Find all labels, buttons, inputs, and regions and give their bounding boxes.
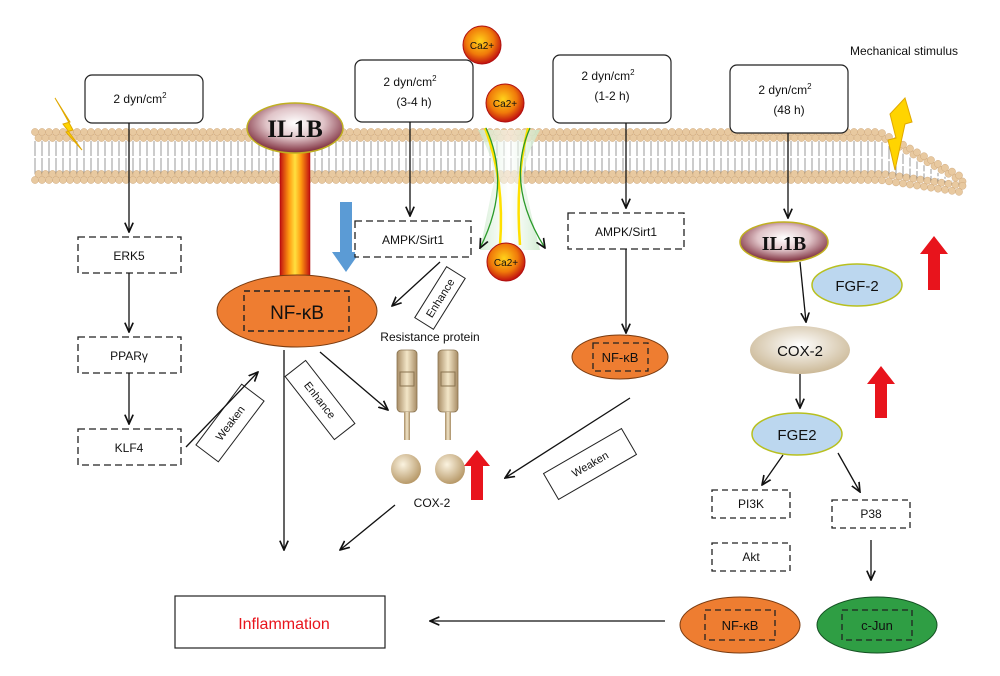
weaken-label-1: Weaken: [195, 383, 265, 463]
stimulus-box-1: 2 dyn/cm2: [84, 74, 204, 124]
ampk-2-label: AMPK/Sirt1: [595, 225, 657, 239]
stimulus-box-3: 2 dyn/cm2 (1-2 h): [552, 54, 672, 124]
ampk-box-1: AMPK/Sirt1: [354, 220, 472, 258]
cell-membrane: [31, 128, 967, 196]
fge2: FGE2: [751, 412, 843, 456]
pathway-arrows: [129, 122, 871, 621]
calcium-ion-2: Ca2+: [485, 83, 525, 123]
akt-label: Akt: [742, 550, 760, 564]
svg-text:2 dyn/cm2: 2 dyn/cm2: [383, 74, 437, 89]
ampk-1-label: AMPK/Sirt1: [382, 233, 444, 247]
resistance-protein-right: [437, 349, 459, 440]
mechanical-stimulus-label: Mechanical stimulus: [850, 44, 958, 58]
enhance-label-1: Enhance: [414, 266, 466, 330]
stim2-text: 2 dyn/cm: [383, 75, 432, 89]
inflammation-box: Inflammation: [174, 595, 386, 649]
il1b-right: IL1B: [739, 221, 829, 263]
nfkb-left: NF-κB: [216, 274, 378, 348]
cox2-right-label: COX-2: [777, 343, 823, 360]
calcium-ion-2-label: Ca2+: [493, 99, 517, 110]
svg-text:2 dyn/cm2: 2 dyn/cm2: [581, 68, 635, 83]
nfkb-middle-label: NF-κB: [602, 350, 639, 365]
nfkb-middle: NF-κB: [571, 334, 669, 380]
pi3k-label: PI3K: [738, 497, 764, 511]
cjun: c-Jun: [816, 596, 938, 654]
fgf2-label: FGF-2: [835, 278, 878, 295]
cox2-ball-right: [435, 454, 465, 484]
arrow-il1b-cox2: [799, 261, 806, 322]
klf4-label: KLF4: [115, 441, 144, 455]
svg-text:2 dyn/cm2: 2 dyn/cm2: [113, 91, 167, 106]
red-up-arrow-1: [464, 450, 490, 500]
nfkb-left-label: NF-κB: [270, 303, 324, 324]
pi3k-box: PI3K: [711, 489, 791, 519]
nfkb-bottom-label: NF-κB: [722, 618, 759, 633]
red-up-arrow-2: [920, 236, 948, 290]
stim1-text: 2 dyn/cm: [113, 92, 162, 106]
stim3-duration: (1-2 h): [594, 89, 629, 103]
p38-label: P38: [860, 507, 882, 521]
stim3-sup: 2: [630, 68, 635, 77]
stim2-duration: (3-4 h): [396, 95, 431, 109]
arrow-cox2-inflammation: [340, 504, 396, 550]
arrow-fge2-pi3k: [762, 454, 784, 485]
calcium-ion-3: Ca2+: [486, 242, 526, 282]
calcium-channel: [478, 127, 545, 250]
resistance-protein-left: [396, 349, 418, 440]
fgf2: FGF-2: [811, 263, 903, 307]
stim2-sup: 2: [432, 74, 437, 83]
ppar-box: PPARγ: [77, 336, 182, 374]
stim4-text: 2 dyn/cm: [758, 83, 807, 97]
calcium-ion-1-label: Ca2+: [470, 41, 494, 52]
cjun-label: c-Jun: [861, 618, 893, 633]
arrow-klf4-nfkb: [185, 372, 258, 448]
cox2-ball-left: [391, 454, 421, 484]
stim1-sup: 2: [162, 91, 167, 100]
lightning-left-icon: [54, 97, 83, 151]
erk5-box: ERK5: [77, 236, 182, 274]
ampk-box-2: AMPK/Sirt1: [567, 212, 685, 250]
cox2-right: COX-2: [750, 326, 850, 374]
arrow-nfkb-mid-cox2: [505, 397, 631, 478]
il1b-right-label: IL1B: [762, 233, 806, 255]
blue-down-arrow: [332, 202, 360, 272]
il1b-receptor: IL1B: [246, 102, 344, 154]
stimulus-box-4: 2 dyn/cm2 (48 h): [729, 64, 849, 134]
stim3-text: 2 dyn/cm: [581, 69, 630, 83]
fge2-label: FGE2: [777, 427, 816, 444]
lightning-right-icon: [887, 97, 913, 171]
weaken-label-2: Weaken: [542, 427, 638, 501]
stimulus-box-2: 2 dyn/cm2 (3-4 h): [354, 59, 474, 123]
calcium-ion-3-label: Ca2+: [494, 258, 518, 269]
akt-box: Akt: [711, 542, 791, 572]
inflammation-label: Inflammation: [238, 616, 330, 633]
arrow-ampk-nfkb: [392, 261, 441, 306]
arrow-fge2-p38: [837, 452, 860, 492]
nfkb-bottom: NF-κB: [679, 596, 801, 654]
p38-box: P38: [831, 499, 911, 529]
il1b-receptor-label: IL1B: [267, 116, 323, 143]
ppar-label: PPARγ: [110, 349, 148, 363]
svg-text:2 dyn/cm2: 2 dyn/cm2: [758, 82, 812, 97]
red-up-arrow-3: [867, 366, 895, 418]
resistance-protein-label: Resistance protein: [380, 330, 479, 344]
arrow-nfkb-resistance: [319, 351, 388, 410]
cox2-left-label: COX-2: [414, 496, 451, 510]
erk5-label: ERK5: [113, 249, 145, 263]
calcium-ion-1: Ca2+: [462, 25, 502, 65]
klf4-box: KLF4: [77, 428, 182, 466]
stim4-sup: 2: [807, 82, 812, 91]
il1b-receptor-stem: [279, 139, 311, 281]
stim4-duration: (48 h): [773, 103, 804, 117]
